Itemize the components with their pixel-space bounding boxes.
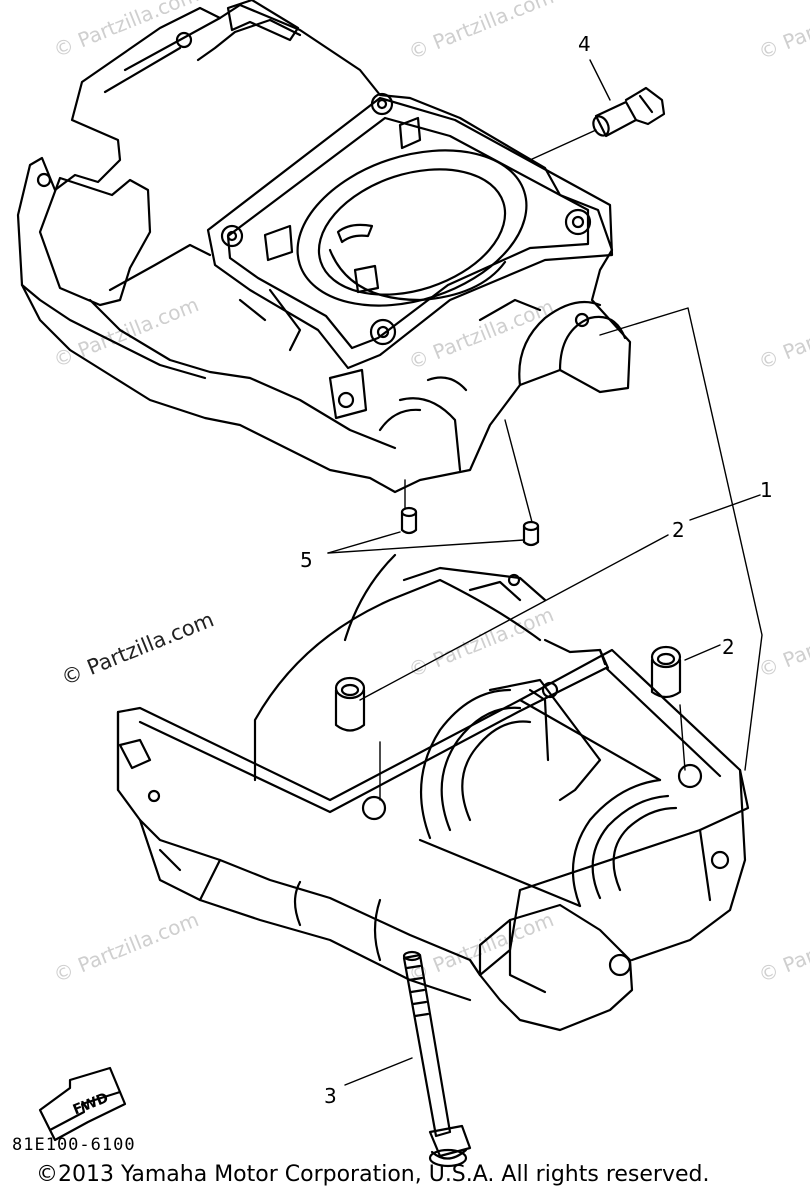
forward-arrow-icon [38,1066,127,1142]
copyright-notice: ©2013 Yamaha Motor Corporation, U.S.A. A… [36,1162,710,1187]
knock-pin-left [334,676,366,732]
callout-5: 5 [300,548,313,572]
callout-3: 3 [324,1084,337,1108]
bolt-part-3 [402,950,472,1168]
callout-4: 4 [578,32,591,56]
upper-crankcase [16,0,632,494]
dowel-pin-left [400,506,418,535]
lower-crankcase [116,553,750,1032]
callout-2b: 2 [722,635,735,659]
callout-2a: 2 [672,518,685,542]
leader-lines [327,59,763,1086]
fitting-part-4 [592,86,666,138]
callout-1: 1 [760,478,773,502]
dowel-pin-right [522,520,540,547]
knock-pin-right [650,645,682,699]
drawing-code: 81E100-6100 [12,1135,136,1155]
